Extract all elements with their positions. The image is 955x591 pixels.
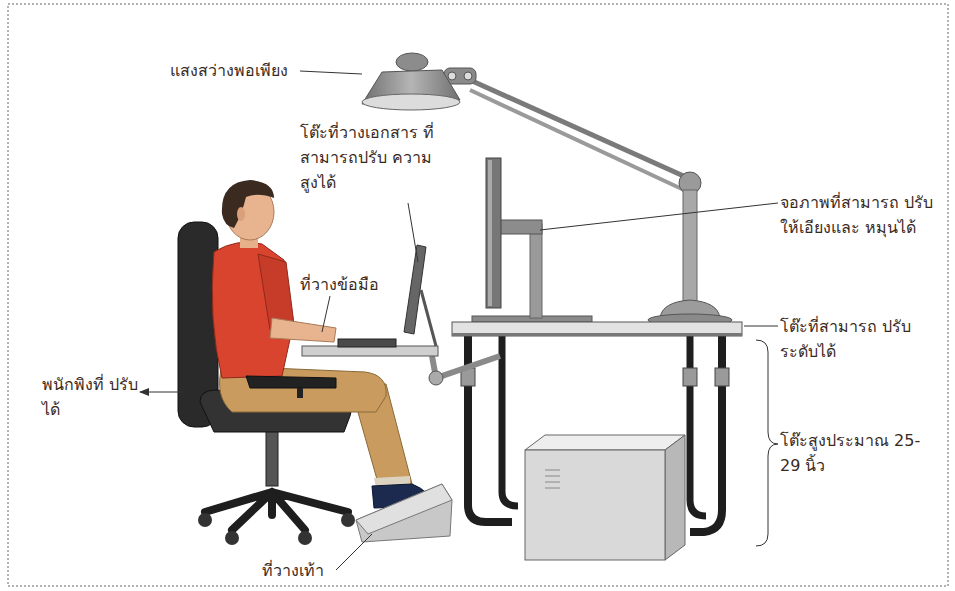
document-holder [404,245,436,346]
tilting-monitor-part [488,160,492,306]
height-bracket [756,340,778,546]
callout-label: พนักพิงที่ ปรับได้ [42,372,142,422]
footrest-part [356,484,452,542]
callout-label: จอภาพที่สามารถ ปรับให้เอียงและ หมุนได้ [780,190,940,240]
leader-line [408,203,418,262]
adjustable-desk-part [452,333,742,336]
keyboard-tray-part [338,339,396,347]
leader-line [300,71,362,74]
desk-lamp-part [470,90,684,190]
seated-person-part [270,318,336,342]
callout-label: โต๊ะสูงประมาณ 25-29 นิ้ว [780,428,930,478]
footrest [356,484,452,542]
leader-line [744,326,778,327]
computer-tower [525,435,685,560]
office-chair-part [266,428,278,486]
office-chair-part [298,531,312,545]
seated-person-part [246,376,336,388]
document-holder-part [404,245,426,334]
adjustable-desk-part [690,336,706,516]
office-chair-part [341,513,355,527]
adjustable-desk-part [683,368,697,386]
keyboard-tray-part [429,371,443,385]
adjustable-desk-part [452,322,742,336]
desk-lamp-part [470,80,688,178]
pointer-arrow [140,392,182,393]
leader-line [336,534,372,570]
seated-person [212,180,432,508]
callout-label: ที่วางข้อมือ [300,272,410,297]
adjustable-desk-part [715,368,729,386]
frame-border [8,4,948,586]
computer-tower-part [525,450,665,560]
computer-tower-part [545,470,560,488]
office-chair [178,222,355,545]
desk-lamp-part [464,72,472,80]
leader-line [540,203,778,230]
seated-person-part [237,207,245,221]
office-chair-part [198,513,212,527]
tilting-monitor-part [486,158,501,308]
leader-lines [140,71,778,570]
office-chair-part [205,492,348,530]
leader-line [322,296,330,332]
footrest-part [356,484,452,534]
seated-person-part [222,180,274,228]
adjustable-desk-part [502,336,518,506]
tilting-monitor [472,158,592,322]
computer-tower-part [525,435,685,450]
desk-lamp-part [396,53,428,71]
desk-lamp-part [683,190,697,312]
desk-lamp-part [362,94,460,110]
adjustable-desk-part [690,336,722,532]
tilting-monitor-part [530,224,542,318]
office-chair-part [225,531,239,545]
desk-lamp-part [448,72,456,80]
document-holder-part [421,290,436,346]
computer-tower-part [665,435,685,560]
tilting-monitor-part [498,220,542,234]
callout-label: ที่วางเท้า [262,558,352,583]
callout-label: แสงสว่างพอเพียง [170,58,310,83]
callout-label: โต๊ะที่สามารถ ปรับระดับได้ [780,314,930,364]
seated-person-part [297,388,303,398]
callout-label: โต๊ะที่วางเอกสาร ที่สามารถปรับ ความสูงได… [300,120,450,195]
